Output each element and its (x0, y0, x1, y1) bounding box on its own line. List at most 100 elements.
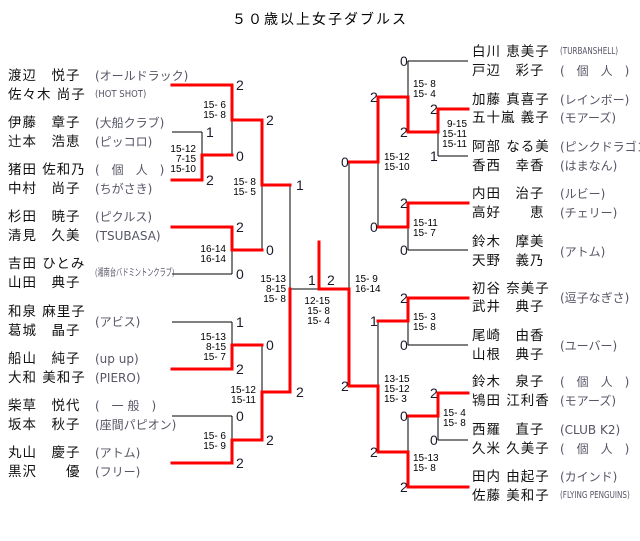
club-name: (オールドラック) (95, 69, 189, 83)
set-score: 15- 4 (413, 89, 436, 100)
player-name: 阿部 なる美 (472, 139, 550, 155)
match-score: 0 (266, 337, 274, 353)
club-name: (フリー) (95, 465, 141, 479)
match-score: 0 (400, 337, 408, 353)
match-score: 0 (400, 408, 408, 424)
match-score: 2 (341, 378, 349, 394)
player-name: 西羅 直子 (472, 422, 545, 438)
set-score: 15- 3 (413, 312, 436, 323)
set-score: 15-12 (170, 144, 196, 155)
set-score: 15-11 (231, 395, 256, 406)
player-name: 柴草 悦代 (8, 398, 81, 414)
club-name: ( 個 人 ) (560, 375, 630, 389)
set-score: 15-10 (384, 162, 410, 173)
set-score: 15- 8 (233, 177, 256, 188)
set-score: 15- 6 (203, 431, 226, 442)
player-name: 辻本 浩恵 (8, 134, 81, 150)
club-name: (レインボー) (560, 93, 630, 107)
player-name: 清見 久美 (8, 228, 81, 244)
club-name: (ユーバー) (560, 338, 618, 353)
set-score: 15-12 (384, 152, 410, 163)
set-score: 15-11 (442, 139, 467, 150)
player-name: 猪田 佐和乃 (8, 162, 86, 178)
player-name: 天野 義乃 (472, 253, 545, 269)
match-score: 1 (308, 272, 316, 288)
set-score: 8-15 (265, 284, 286, 295)
match-score: 2 (266, 112, 274, 128)
set-score: 9-15 (446, 119, 467, 130)
match-score: 2 (400, 479, 408, 495)
match-score: 2 (400, 124, 408, 140)
set-score: 15- 8 (413, 79, 436, 90)
match-score: 1 (206, 124, 214, 140)
set-score: 15- 3 (384, 394, 407, 405)
set-score: 15-10 (170, 164, 196, 175)
player-name: 白川 恵美子 (472, 44, 550, 60)
match-score: 2 (236, 361, 244, 377)
match-score: 0 (430, 432, 438, 448)
player-name: 田内 由起子 (472, 469, 550, 485)
set-score: 16-14 (355, 284, 381, 295)
player-name: 杉田 暁子 (8, 209, 81, 225)
match-score: 2 (430, 101, 438, 117)
set-score: 15- 8 (413, 463, 436, 474)
match-score: 0 (236, 148, 244, 164)
set-score: 15- 5 (233, 187, 256, 198)
club-name: (TURBANSHELL) (560, 46, 619, 57)
set-score: 15- 8 (263, 294, 286, 305)
player-name: 五十嵐 義子 (472, 110, 550, 126)
player-name: 船山 純子 (8, 351, 81, 367)
club-name: (ちがさき) (95, 182, 153, 196)
player-name: 中村 尚子 (8, 181, 81, 197)
set-score: 15- 9 (203, 441, 226, 452)
player-name: 加藤 真喜子 (472, 92, 550, 108)
match-score: 0 (370, 219, 378, 235)
club-name: (PIERO) (95, 371, 141, 385)
set-score: 7-15 (175, 154, 196, 165)
player-name: 内田 治子 (472, 186, 545, 202)
match-score: 2 (370, 444, 378, 460)
set-score: 15- 8 (443, 418, 466, 429)
club-name: ( 個 人 ) (560, 64, 630, 78)
player-name: 大和 美和子 (8, 370, 86, 386)
club-name: (モアーズ) (560, 394, 617, 408)
set-score: 15- 4 (443, 408, 466, 419)
set-score: 15- 9 (355, 274, 378, 285)
player-name: 伊藤 章子 (8, 115, 81, 131)
player-name: 鈴木 摩美 (472, 234, 545, 250)
player-name: 香西 幸香 (472, 158, 545, 174)
set-score: 15-13 (413, 453, 439, 464)
club-name: (up up) (95, 352, 139, 366)
set-score: 16-14 (200, 254, 226, 265)
match-score: 2 (236, 455, 244, 471)
match-score: 2 (296, 384, 304, 400)
player-name: 鈴木 泉子 (472, 374, 545, 390)
set-score: 12-15 (304, 296, 330, 307)
club-name: (TSUBASA) (95, 229, 161, 243)
player-name: 戸辺 彩子 (472, 63, 545, 79)
player-name: 鴇田 江利香 (472, 393, 550, 409)
set-score: 15-11 (413, 218, 438, 229)
match-score: 2 (327, 272, 335, 288)
club-name: (ピクルス) (95, 210, 153, 224)
set-score: 16-14 (200, 244, 226, 255)
player-name: 尾崎 由香 (472, 328, 545, 344)
player-name: 渡辺 悦子 (8, 68, 81, 84)
club-name: (ピッコロ) (95, 135, 153, 149)
match-score: 2 (430, 385, 438, 401)
match-score: 2 (236, 219, 244, 235)
club-name: (アビス) (95, 314, 141, 329)
set-score: 15- 8 (307, 306, 330, 317)
club-name: ( 個 人 ) (560, 442, 630, 456)
match-score: 0 (236, 266, 244, 282)
player-name: 吉田 ひとみ (8, 256, 86, 272)
player-name: 高好 恵 (472, 205, 545, 221)
club-name: (カインド) (560, 470, 618, 484)
match-score: 1 (430, 148, 438, 164)
set-score: 15- 6 (203, 100, 226, 111)
club-name: (FLYING PENGUINS) (560, 490, 630, 501)
set-score: 15-12 (384, 384, 410, 395)
match-score: 0 (400, 242, 408, 258)
